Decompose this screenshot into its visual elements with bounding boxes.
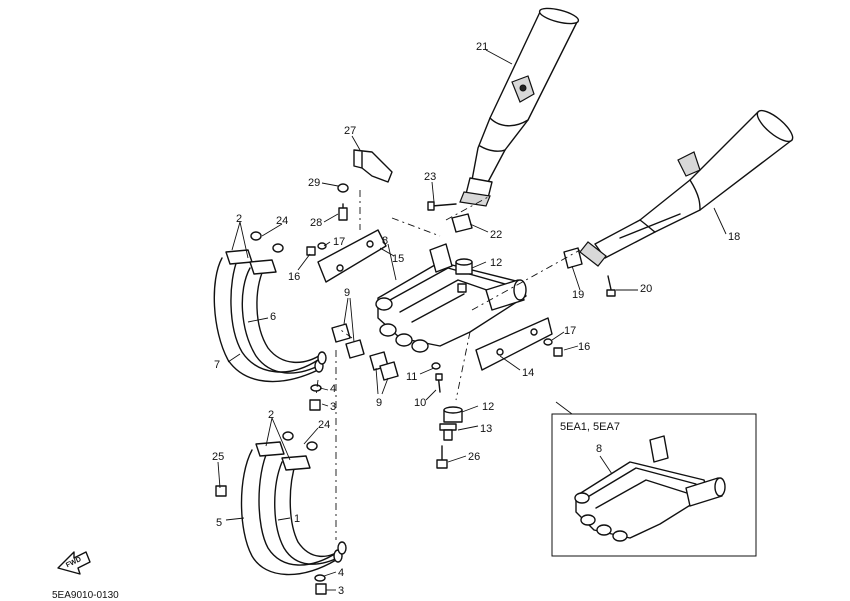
callout-17-upper: 17 bbox=[333, 236, 345, 248]
callout-12-upper: 12 bbox=[490, 257, 502, 269]
bolt-16-lower[interactable] bbox=[553, 347, 563, 357]
callout-7: 7 bbox=[214, 359, 220, 371]
damper-12-lower[interactable] bbox=[443, 406, 463, 423]
callout-15: 15 bbox=[392, 253, 404, 265]
callout-28: 28 bbox=[310, 217, 322, 229]
gasket-9-lower[interactable] bbox=[369, 351, 399, 381]
callout-19: 19 bbox=[572, 289, 584, 301]
callout-1: 1 bbox=[294, 513, 300, 525]
washer-17-upper[interactable] bbox=[317, 242, 327, 250]
callout-9-upper: 9 bbox=[344, 287, 350, 299]
bolt-23[interactable] bbox=[427, 201, 457, 211]
callout-9-lower: 9 bbox=[376, 397, 382, 409]
callout-2-upper: 2 bbox=[236, 213, 242, 225]
callout-24-upper: 24 bbox=[276, 215, 288, 227]
callout-11: 11 bbox=[406, 371, 417, 383]
callout-23: 23 bbox=[424, 171, 436, 183]
protector-14[interactable] bbox=[475, 317, 553, 371]
washer-4-upper[interactable] bbox=[310, 384, 322, 392]
bracket-27[interactable] bbox=[353, 149, 393, 183]
bolt-16-upper[interactable] bbox=[306, 246, 316, 256]
callout-24-lower: 24 bbox=[318, 419, 330, 431]
collar-29[interactable] bbox=[337, 183, 349, 193]
damper-12-upper[interactable] bbox=[455, 258, 473, 275]
callout-8: 8 bbox=[382, 235, 388, 247]
exhaust-pipe-6-7[interactable] bbox=[213, 249, 327, 383]
washer-4-lower[interactable] bbox=[314, 574, 326, 582]
assembly-lines bbox=[315, 190, 581, 540]
bolt-26[interactable] bbox=[436, 445, 448, 469]
nut-3-lower[interactable] bbox=[315, 583, 327, 595]
callout-10: 10 bbox=[414, 397, 426, 409]
callout-3-upper: 3 bbox=[330, 401, 336, 413]
callout-17-lower: 17 bbox=[564, 325, 576, 337]
callout-4-lower: 4 bbox=[338, 567, 344, 579]
protector-15[interactable] bbox=[317, 229, 387, 283]
inset-callout-8: 8 bbox=[596, 443, 602, 455]
callout-14: 14 bbox=[522, 367, 534, 379]
gasket-19[interactable] bbox=[563, 247, 583, 269]
muffler-21[interactable] bbox=[459, 5, 580, 207]
inset-chamber-8[interactable] bbox=[574, 435, 726, 542]
callout-12-lower: 12 bbox=[482, 401, 494, 413]
collar-11[interactable] bbox=[431, 362, 441, 370]
muffler-18[interactable] bbox=[579, 106, 797, 267]
callout-21: 21 bbox=[476, 41, 488, 53]
variant-inset: 5EA1, 5EA7 8 bbox=[551, 401, 757, 557]
callout-22: 22 bbox=[490, 229, 502, 241]
nut-3-upper[interactable] bbox=[309, 399, 321, 411]
callout-13: 13 bbox=[480, 423, 492, 435]
bolt-20[interactable] bbox=[606, 275, 616, 297]
callout-27: 27 bbox=[344, 125, 356, 137]
leader-lines bbox=[217, 49, 727, 591]
fwd-arrow-icon: FWD bbox=[57, 551, 91, 575]
callout-25: 25 bbox=[212, 451, 224, 463]
callout-29: 29 bbox=[308, 177, 320, 189]
bolt-10[interactable] bbox=[435, 373, 443, 393]
exhaust-pipe-1-5[interactable] bbox=[240, 441, 347, 576]
callout-16-upper: 16 bbox=[288, 271, 300, 283]
callout-4-upper: 4 bbox=[330, 383, 336, 395]
callout-18: 18 bbox=[728, 231, 740, 243]
callout-5: 5 bbox=[216, 517, 222, 529]
gasket-24-lower[interactable] bbox=[282, 431, 318, 451]
collar-13[interactable] bbox=[439, 423, 457, 441]
gasket-22[interactable] bbox=[451, 213, 473, 233]
washer-17-lower[interactable] bbox=[543, 338, 553, 346]
callout-numbers: 21 27 29 23 28 22 18 2 24 17 16 15 8 12 … bbox=[212, 41, 740, 597]
bolt-28[interactable] bbox=[338, 203, 348, 221]
gasket-9-upper[interactable] bbox=[331, 323, 365, 359]
callout-16-lower: 16 bbox=[578, 341, 590, 353]
callout-26: 26 bbox=[468, 451, 480, 463]
drawing-code: 5EA9010-0130 bbox=[52, 590, 119, 601]
callout-2-lower: 2 bbox=[268, 409, 274, 421]
inset-title: 5EA1, 5EA7 bbox=[560, 421, 620, 433]
callout-6: 6 bbox=[270, 311, 276, 323]
gasket-24-upper[interactable] bbox=[250, 231, 284, 253]
callout-20: 20 bbox=[640, 283, 652, 295]
bolt-25[interactable] bbox=[215, 485, 227, 497]
callout-3-lower: 3 bbox=[338, 585, 344, 597]
